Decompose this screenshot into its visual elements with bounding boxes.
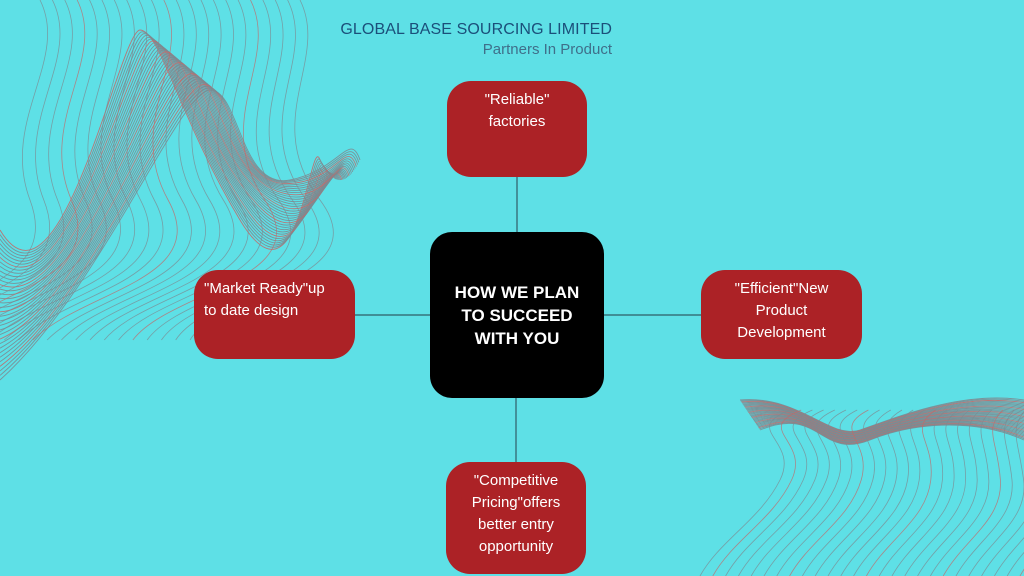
- wave-strand-top-left: [0, 0, 73, 296]
- company-header: GLOBAL BASE SOURCING LIMITED Partners In…: [340, 20, 612, 60]
- wave-strand-bottom-right: [942, 409, 1004, 576]
- wave-line-top-left: [0, 69, 348, 331]
- wave-line-top-left: [0, 62, 343, 313]
- wave-strand-bottom-right: [866, 409, 936, 576]
- node-efficient-development: "Efficient"New Product Development: [701, 270, 862, 359]
- wave-strand-bottom-right: [853, 409, 925, 576]
- wave-strand-bottom-right: [789, 409, 869, 576]
- wave-strand-top-left: [0, 0, 86, 303]
- node-left-label: "Market Ready"up to date design: [204, 280, 325, 319]
- wave-strand-bottom-right: [712, 409, 802, 576]
- wave-strand-top-left: [103, 0, 249, 341]
- wave-line-top-left: [0, 82, 356, 363]
- wave-strand-bottom-right: [750, 409, 835, 576]
- wave-strand-bottom-right: [725, 409, 813, 576]
- wave-strand-top-left: [132, 0, 277, 341]
- wave-strand-top-left: [46, 0, 192, 341]
- node-reliable-factories: "Reliable" factories: [447, 81, 587, 177]
- wave-strand-bottom-right: [840, 409, 914, 576]
- center-node: HOW WE PLAN TO SUCCEED WITH YOU: [430, 232, 604, 398]
- wave-line-bottom-right: [759, 422, 1024, 445]
- wave-strand-bottom-right: [776, 409, 858, 576]
- wave-strand-bottom-right: [699, 409, 791, 576]
- wave-strand-bottom-right: [878, 409, 948, 576]
- wave-line-top-left: [0, 76, 352, 349]
- wave-line-top-left: [0, 80, 355, 358]
- wave-strand-top-left: [0, 0, 110, 316]
- wave-strand-top-left: [61, 0, 206, 341]
- wave-strand-top-left: [4, 0, 150, 341]
- wave-line-top-left: [0, 78, 354, 354]
- node-right-label: "Efficient"New Product Development: [734, 280, 829, 341]
- center-label: HOW WE PLAN TO SUCCEED WITH YOU: [454, 282, 580, 348]
- wave-strand-top-left: [89, 0, 235, 341]
- wave-line-top-left: [0, 84, 357, 367]
- node-market-ready: "Market Ready"up to date design: [194, 270, 355, 359]
- wave-strand-top-left: [118, 0, 263, 341]
- wave-strand-bottom-right: [802, 409, 880, 576]
- wave-strand-bottom-right: [763, 409, 847, 576]
- wave-strand-top-left: [0, 0, 61, 289]
- wave-line-top-left: [0, 73, 350, 340]
- wave-strand-bottom-right: [827, 409, 903, 576]
- wave-line-top-left: [0, 60, 342, 308]
- wave-line-top-left: [0, 67, 346, 326]
- wave-strand-bottom-right: [994, 537, 1024, 576]
- wave-strand-bottom-right: [930, 409, 992, 576]
- wave-line-top-left: [0, 75, 351, 345]
- node-top-label: "Reliable" factories: [484, 91, 550, 130]
- wave-strand-bottom-right: [738, 409, 824, 576]
- wave-strand-top-left: [0, 0, 135, 333]
- wave-strand-top-left: [32, 0, 178, 341]
- wave-strand-bottom-right: [814, 409, 891, 576]
- company-tagline: Partners In Product: [482, 41, 612, 58]
- node-competitive-pricing: "Competitive Pricing"offers better entry…: [446, 462, 586, 574]
- company-name: GLOBAL BASE SOURCING LIMITED: [340, 21, 612, 38]
- wave-line-top-left: [0, 71, 349, 335]
- wave-strand-top-left: [0, 0, 123, 324]
- wave-strand-bottom-right: [955, 409, 1015, 576]
- wave-strand-top-left: [18, 0, 164, 341]
- wave-strand-bottom-right: [891, 409, 959, 576]
- wave-strand-bottom-right: [981, 521, 1024, 576]
- wave-line-top-left: [0, 85, 359, 372]
- wave-strand-top-left: [0, 0, 49, 281]
- wave-strand-top-left: [0, 0, 98, 309]
- wave-strand-top-left: [75, 0, 221, 341]
- wave-line-top-left: [0, 65, 345, 322]
- wave-strand-bottom-right: [917, 409, 981, 576]
- wave-strand-bottom-right: [904, 409, 970, 576]
- node-bottom-label: "Competitive Pricing"offers better entry…: [471, 472, 561, 555]
- wave-line-top-left: [0, 89, 361, 381]
